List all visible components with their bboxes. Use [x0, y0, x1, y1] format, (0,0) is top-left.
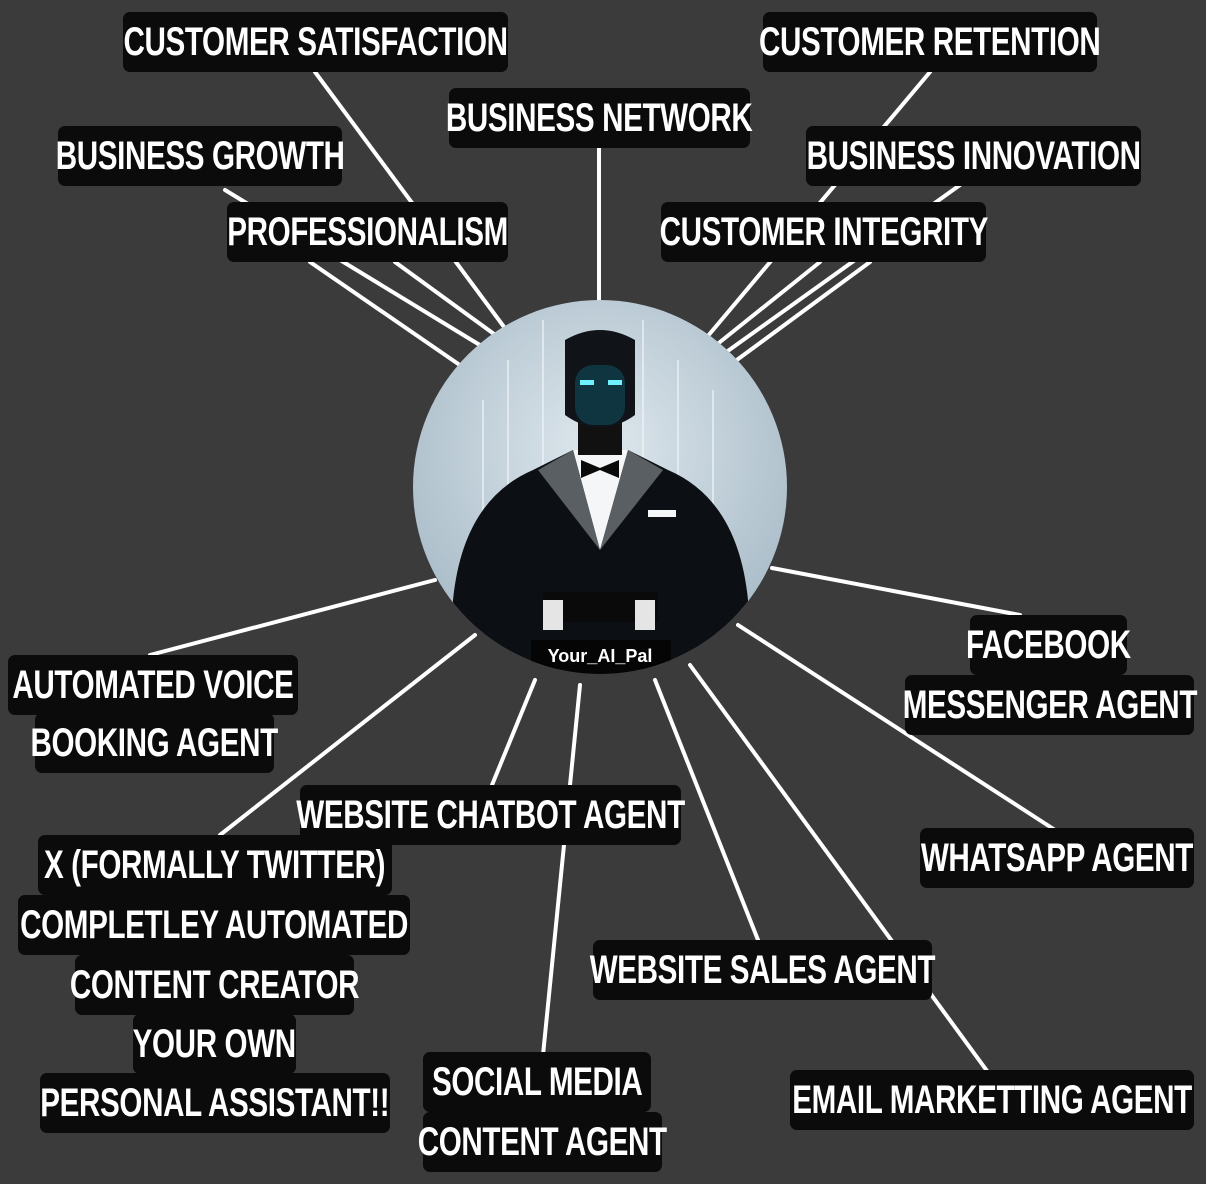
- node-voice-line1: AUTOMATED VOICE: [8, 655, 298, 715]
- connector-sales: [653, 678, 762, 947]
- node-website-chatbot: WEBSITE CHATBOT AGENT: [296, 785, 685, 845]
- node-twitter-line1: X (FORMALLY TWITTER): [38, 835, 392, 895]
- node-business-innovation: BUSINESS INNOVATION: [806, 126, 1141, 186]
- node-whatsapp: WHATSAPP AGENT: [920, 828, 1194, 888]
- connector-voice: [148, 578, 437, 657]
- node-twitter-line5: PERSONAL ASSISTANT!!: [40, 1073, 390, 1133]
- brand-label: Your_AI_Pal: [548, 646, 653, 666]
- node-text: SOCIAL MEDIA: [431, 1059, 643, 1104]
- node-text: AUTOMATED VOICE: [12, 662, 294, 707]
- node-customer-satisfaction: CUSTOMER SATISFACTION: [123, 12, 508, 72]
- connector-twitter: [218, 633, 477, 837]
- node-text: BUSINESS INNOVATION: [806, 133, 1141, 178]
- node-text: YOUR OWN: [132, 1021, 297, 1066]
- connector-customer-integrity-a: [708, 260, 822, 352]
- node-website-sales: WEBSITE SALES AGENT: [589, 940, 936, 1000]
- node-text: BOOKING AGENT: [30, 720, 279, 765]
- node-twitter-line3: CONTENT CREATOR: [70, 955, 360, 1015]
- node-voice-line2: BOOKING AGENT: [31, 713, 279, 773]
- node-email-marketing: EMAIL MARKETTING AGENT: [790, 1070, 1194, 1130]
- node-customer-integrity: CUSTOMER INTEGRITY: [659, 202, 988, 262]
- node-text: WHATSAPP AGENT: [920, 835, 1194, 880]
- node-text: PROFESSIONALISM: [227, 209, 508, 254]
- robot-avatar-hub: Your_AI_Pal: [413, 300, 787, 674]
- connector-chatbot: [490, 678, 537, 787]
- node-facebook-line2: MESSENGER AGENT: [902, 675, 1197, 735]
- node-text: WEBSITE SALES AGENT: [589, 947, 936, 992]
- node-text: BUSINESS GROWTH: [55, 133, 345, 178]
- connector-email: [688, 663, 992, 1077]
- node-text: CUSTOMER INTEGRITY: [659, 209, 988, 254]
- node-professionalism: PROFESSIONALISM: [227, 202, 508, 262]
- node-text: FACEBOOK: [966, 622, 1131, 667]
- node-text: WEBSITE CHATBOT AGENT: [296, 792, 685, 837]
- node-text: CONTENT CREATOR: [69, 962, 360, 1007]
- node-social-line2: CONTENT AGENT: [418, 1112, 667, 1172]
- node-customer-retention: CUSTOMER RETENTION: [759, 12, 1101, 72]
- connector-whatsapp: [736, 623, 1057, 832]
- node-twitter-line4: YOUR OWN: [133, 1014, 296, 1074]
- node-business-network: BUSINESS NETWORK: [446, 88, 753, 148]
- connector-facebook: [770, 566, 1022, 617]
- node-facebook-line1: FACEBOOK: [966, 615, 1131, 675]
- node-text: CUSTOMER SATISFACTION: [123, 19, 508, 64]
- node-text: PERSONAL ASSISTANT!!: [40, 1080, 390, 1125]
- connector-customer-integrity-b: [728, 260, 872, 367]
- connector-professionalism-a: [308, 260, 469, 372]
- connector-professionalism-b: [393, 260, 507, 344]
- node-text: CONTENT AGENT: [418, 1119, 667, 1164]
- node-text: BUSINESS NETWORK: [446, 95, 753, 140]
- connector-social: [541, 683, 582, 1057]
- node-social-line1: SOCIAL MEDIA: [423, 1052, 651, 1112]
- node-text: X (FORMALLY TWITTER): [44, 842, 386, 887]
- node-business-growth: BUSINESS GROWTH: [55, 126, 345, 186]
- node-twitter-line2: COMPLETLEY AUTOMATED: [18, 895, 410, 955]
- node-text: MESSENGER AGENT: [902, 682, 1197, 727]
- node-text: COMPLETLEY AUTOMATED: [20, 902, 408, 947]
- node-text: CUSTOMER RETENTION: [759, 19, 1101, 64]
- node-text: EMAIL MARKETTING AGENT: [792, 1077, 1192, 1122]
